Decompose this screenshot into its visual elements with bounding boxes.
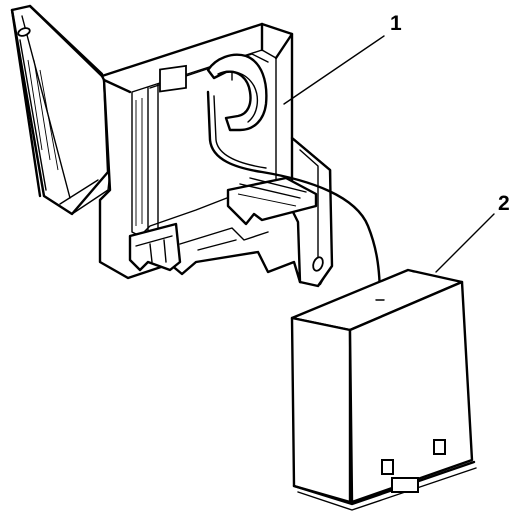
bracket-lower-ledge (179, 227, 269, 245)
retaining-clip (206, 53, 268, 132)
left-mounting-flange (10, 4, 111, 216)
callout-1: 1 (283, 12, 402, 105)
electronic-module (290, 268, 477, 511)
callout-number-1: 1 (390, 12, 402, 35)
support-shelf (226, 176, 318, 226)
module-lock-window-right (433, 439, 446, 455)
flange-slot-hole (17, 27, 31, 37)
tab-slot-hole (312, 256, 324, 272)
right-mounting-tab (290, 136, 334, 288)
callout-number-2: 2 (498, 192, 510, 215)
module-lock-window-left (381, 459, 394, 475)
callout-2: 2 (435, 192, 510, 273)
module-connector (391, 477, 419, 493)
frame-window (159, 64, 187, 93)
mounting-bracket (10, 4, 334, 288)
bracket-bottom-foot (128, 222, 182, 272)
wire-harness (206, 90, 382, 302)
